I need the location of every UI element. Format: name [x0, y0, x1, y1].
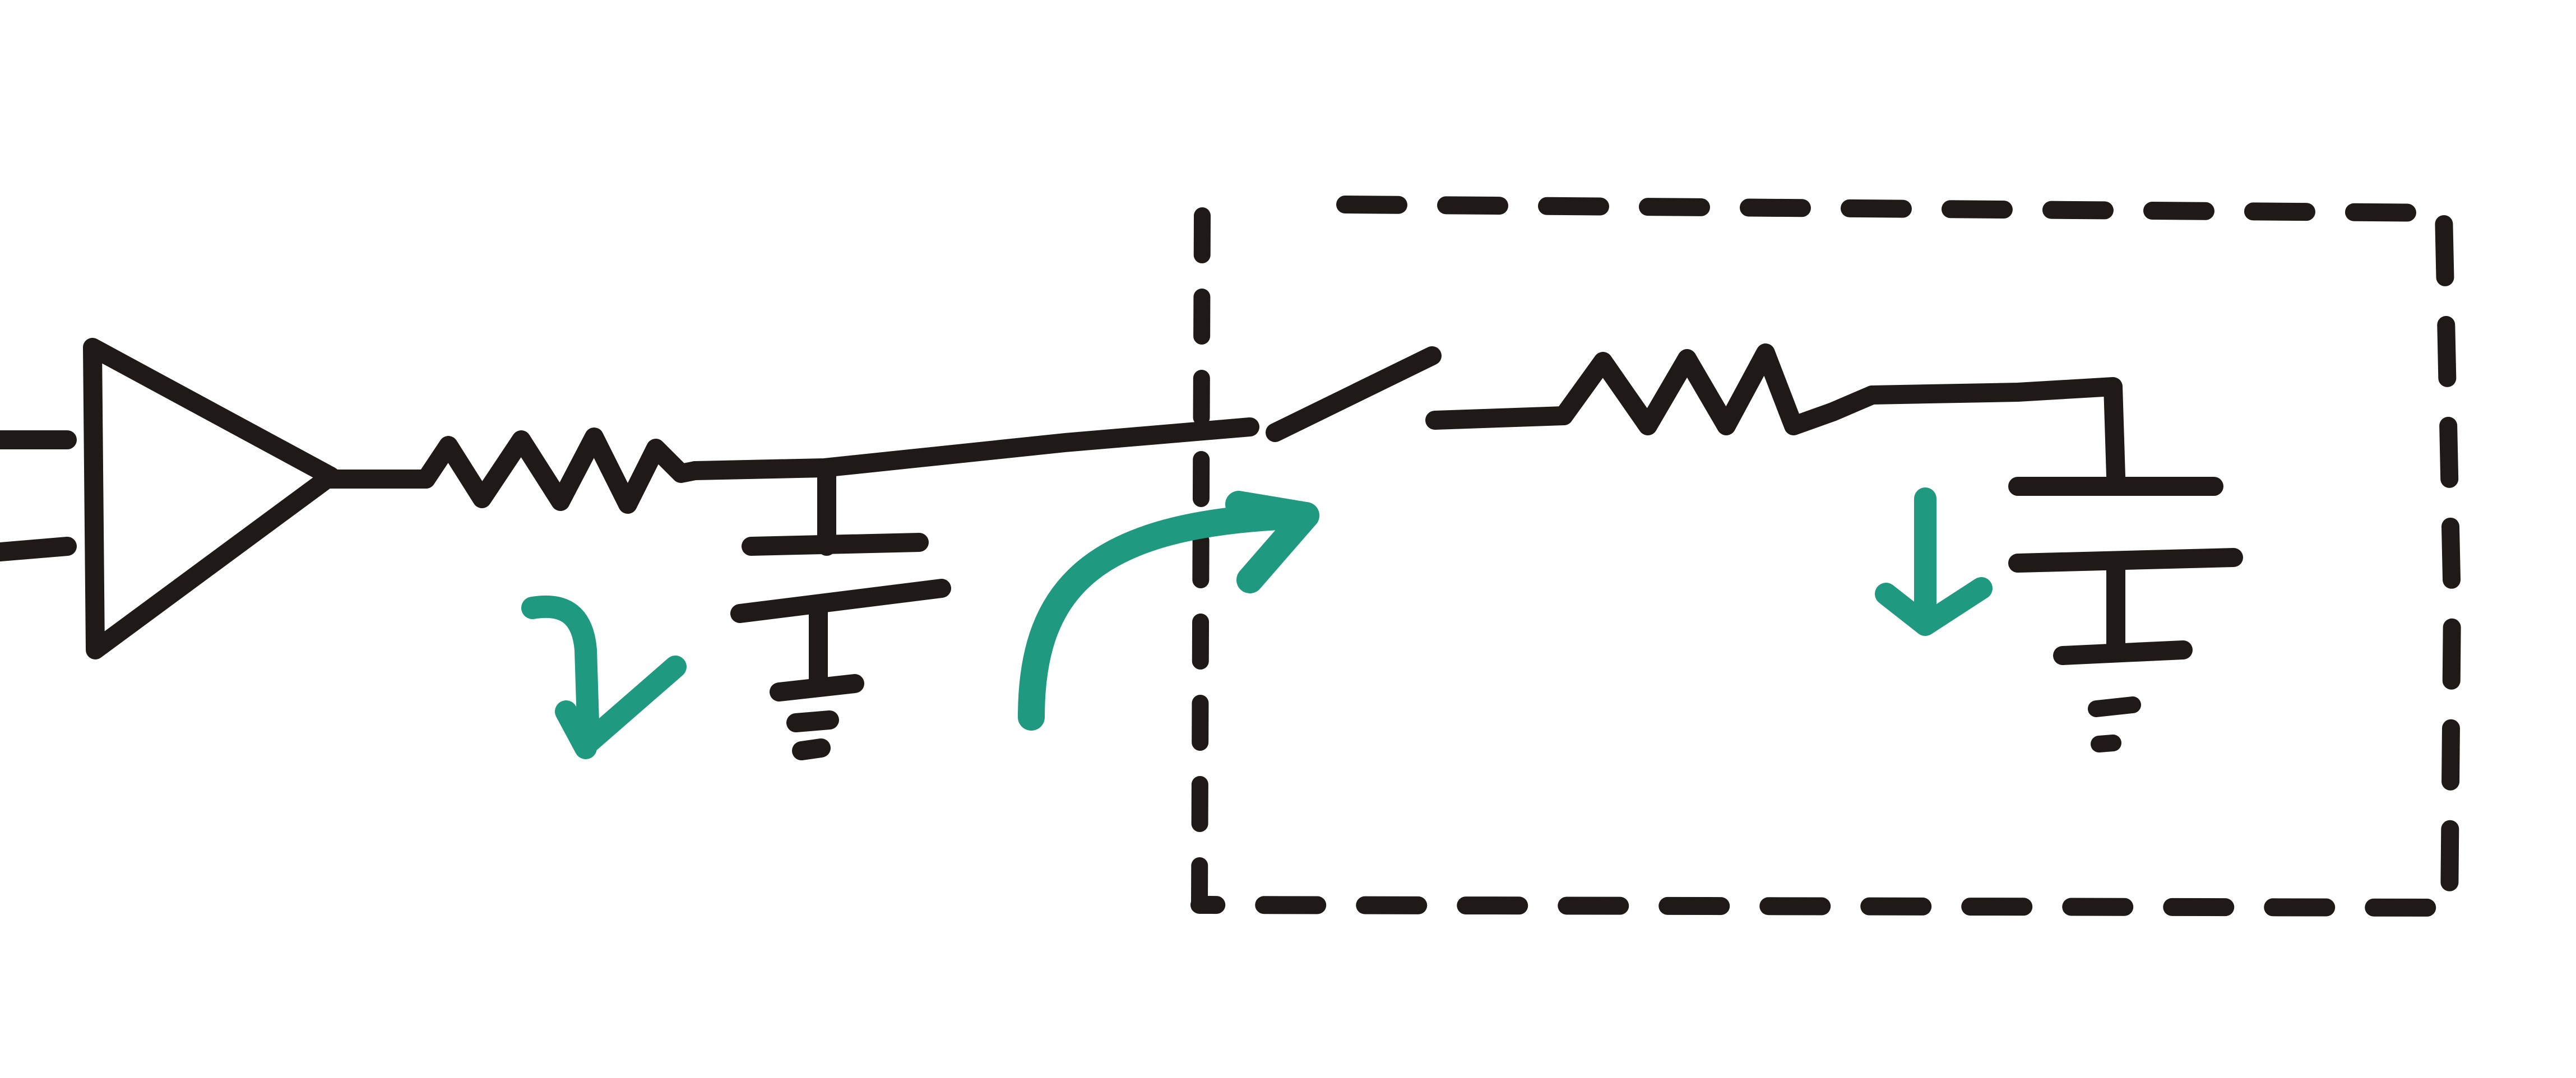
wire-to-switch [685, 417, 1259, 480]
wire-to-capacitor-2 [1862, 377, 2125, 486]
buffer-triangle [83, 338, 340, 659]
dashed-divider [1191, 207, 1211, 913]
capacitor-1 [730, 458, 951, 690]
charge-arrow-2 [1875, 487, 1993, 636]
resistor-2 [1554, 343, 1882, 435]
input-lines [0, 430, 77, 561]
switch-to-resistor-wire [1425, 406, 1573, 430]
ground-2 [2053, 640, 2193, 752]
charge-arrow-1 [521, 595, 687, 759]
resistor-1 [416, 428, 705, 514]
switch [1266, 346, 1442, 442]
transfer-arrow [1018, 491, 1319, 731]
ground-1 [770, 674, 864, 760]
dashed-boundary [1190, 196, 2461, 917]
capacitor-2 [2008, 477, 2243, 654]
